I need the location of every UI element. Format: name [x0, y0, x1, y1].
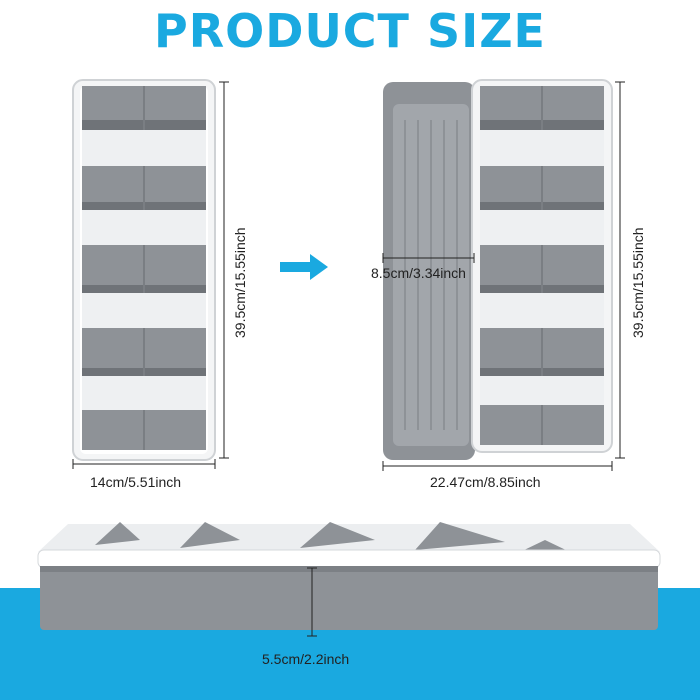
side-view-organizer [37, 522, 661, 630]
single-width-label: 14cm/5.51inch [90, 474, 182, 490]
combined-width-label: 22.47cm/8.85inch [430, 474, 541, 490]
arrow-right-shape [280, 254, 328, 280]
side-tray-width-label: 8.5cm/3.34inch [371, 265, 466, 281]
combined-organizer [383, 79, 613, 460]
page-title: PRODUCT SIZE [154, 4, 546, 58]
arrow-right-icon [280, 254, 328, 280]
combined-height-label: 39.5cm/15.55inch [630, 227, 646, 338]
single-height-label: 39.5cm/15.55inch [232, 227, 248, 338]
single-organizer [72, 79, 216, 461]
depth-label: 5.5cm/2.2inch [262, 651, 350, 667]
